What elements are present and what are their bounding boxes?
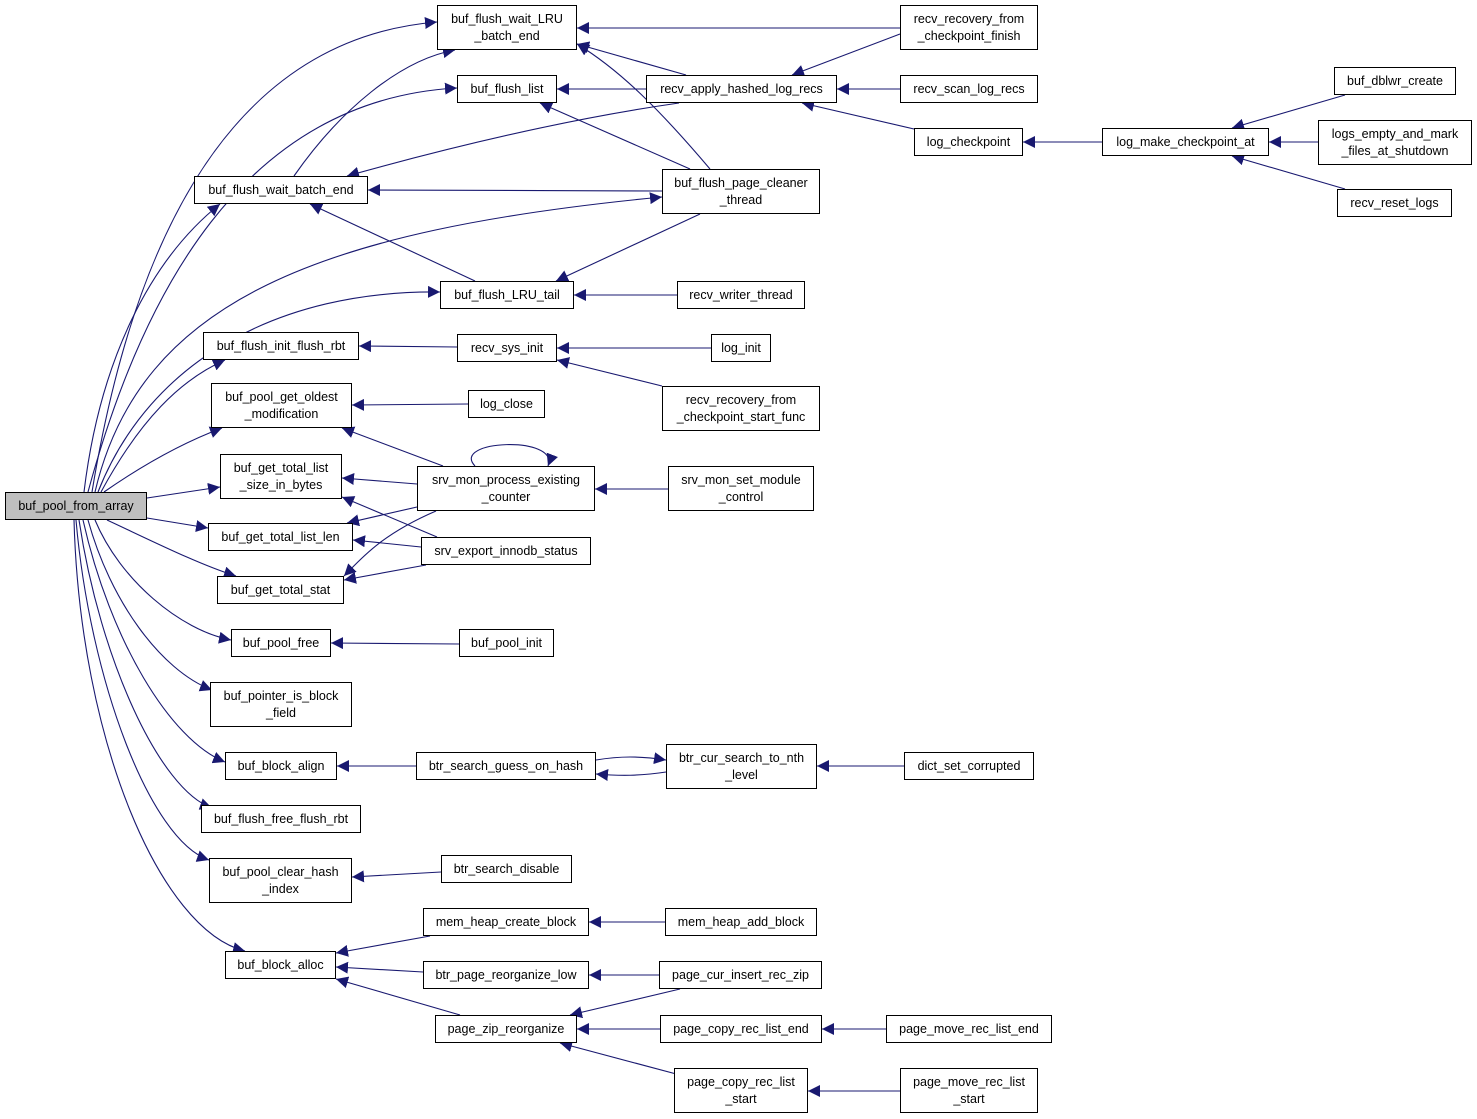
node-page-move-rec-list-start[interactable]: page_move_rec_list _start xyxy=(900,1068,1038,1113)
edge-bdc-lmca xyxy=(1231,94,1346,131)
node-btr-page-reorganize-low[interactable]: btr_page_reorganize_low xyxy=(423,961,589,989)
edge-rahl-bfwl xyxy=(576,41,687,76)
edge-bfpc-bfwl xyxy=(576,43,711,170)
edge-root-bba xyxy=(82,519,226,764)
edge-bprl-bbal xyxy=(335,961,424,974)
edge-pzr-bbal xyxy=(335,976,461,1016)
edge-root-bbal xyxy=(73,519,246,954)
edge-root-bgts xyxy=(146,482,221,499)
edge-root-bfff xyxy=(78,519,213,810)
node-recv-apply-hashed-log-recs[interactable]: recv_apply_hashed_log_recs xyxy=(646,75,837,103)
edge-root-bfl xyxy=(87,82,458,493)
node-recv-recovery-from-checkpoint-finish[interactable]: recv_recovery_from _checkpoint_finish xyxy=(900,5,1038,50)
edge-root-bfwb xyxy=(83,203,221,493)
edge-root-bfif xyxy=(100,359,226,493)
node-page-zip-reorganize[interactable]: page_zip_reorganize xyxy=(435,1015,577,1043)
node-page-copy-rec-list-end[interactable]: page_copy_rec_list_end xyxy=(660,1015,822,1043)
edge-mhcb-bbal xyxy=(335,935,431,957)
edge-sei-bgst xyxy=(343,564,427,584)
node-log-close[interactable]: log_close xyxy=(468,390,545,418)
edge-pcir-pzr xyxy=(569,988,681,1019)
edge-bfwb-bfwl xyxy=(293,46,456,177)
node-buf-block-align[interactable]: buf_block_align xyxy=(225,752,337,780)
node-mem-heap-add-block[interactable]: mem_heap_add_block xyxy=(665,908,817,936)
edge-bfpc-bflt xyxy=(555,213,701,282)
edge-root-bpf xyxy=(94,519,232,644)
edge-sei-bgts xyxy=(341,496,438,538)
node-buf-pointer-is-block-field[interactable]: buf_pointer_is_block _field xyxy=(210,682,352,727)
edge-pcrs-pzr xyxy=(559,1040,681,1076)
edge-lcp-rahl xyxy=(801,99,915,130)
node-recv-recovery-from-checkpoint-start-func[interactable]: recv_recovery_from _checkpoint_start_fun… xyxy=(662,386,820,431)
edge-smpe-bgtl xyxy=(346,506,418,527)
node-logs-empty-and-mark-files-at-shutdown[interactable]: logs_empty_and_mark _files_at_shutdown xyxy=(1318,120,1472,165)
edge-root-bpch xyxy=(75,519,210,862)
node-dict-set-corrupted[interactable]: dict_set_corrupted xyxy=(904,752,1034,780)
edge-lc-bpgo xyxy=(351,398,469,411)
edge-bsgh-bcsn xyxy=(595,752,667,765)
node-buf-pool-clear-hash-index[interactable]: buf_pool_clear_hash _index xyxy=(209,858,352,903)
node-buf-get-total-list-size-in-bytes[interactable]: buf_get_total_list _size_in_bytes xyxy=(220,454,342,499)
node-buf-flush-wait-batch-end[interactable]: buf_flush_wait_batch_end xyxy=(194,176,368,204)
node-srv-mon-process-existing-counter[interactable]: srv_mon_process_existing _counter xyxy=(417,466,595,511)
node-buf-get-total-list-len[interactable]: buf_get_total_list_len xyxy=(208,523,353,551)
edge-bflt-bfwb xyxy=(309,203,476,282)
node-recv-reset-logs[interactable]: recv_reset_logs xyxy=(1337,189,1452,217)
node-recv-writer-thread[interactable]: recv_writer_thread xyxy=(677,281,805,309)
edge-bfpc-bfwb xyxy=(367,184,663,197)
node-buf-get-total-stat[interactable]: buf_get_total_stat xyxy=(217,576,344,604)
edge-root-bpib xyxy=(87,519,213,692)
node-page-cur-insert-rec-zip[interactable]: page_cur_insert_rec_zip xyxy=(659,961,822,989)
node-buf-dblwr-create[interactable]: buf_dblwr_create xyxy=(1334,67,1456,95)
node-buf-flush-lru-tail[interactable]: buf_flush_LRU_tail xyxy=(440,281,574,309)
node-buf-flush-wait-lru-batch-end[interactable]: buf_flush_wait_LRU _batch_end xyxy=(437,5,577,50)
edge-smpe-bgst xyxy=(343,510,437,577)
edge-smpe-bpgo xyxy=(341,426,444,467)
node-buf-pool-init[interactable]: buf_pool_init xyxy=(459,629,554,657)
node-buf-block-alloc[interactable]: buf_block_alloc xyxy=(225,951,336,979)
edge-smpe-bgts xyxy=(341,472,418,485)
edge-bfpc-bfl xyxy=(539,102,691,170)
node-log-make-checkpoint-at[interactable]: log_make_checkpoint_at xyxy=(1102,128,1269,156)
node-buf-flush-init-flush-rbt[interactable]: buf_flush_init_flush_rbt xyxy=(203,332,359,360)
node-buf-pool-get-oldest-modification[interactable]: buf_pool_get_oldest _modification xyxy=(211,383,352,428)
edge-rrcf-rahl xyxy=(791,33,901,77)
node-buf-pool-from-array[interactable]: buf_pool_from_array xyxy=(5,492,147,520)
node-log-checkpoint[interactable]: log_checkpoint xyxy=(914,128,1023,156)
edge-rahl-bfwb xyxy=(346,102,680,179)
node-buf-pool-free[interactable]: buf_pool_free xyxy=(231,629,331,657)
node-btr-cur-search-to-nth-level[interactable]: btr_cur_search_to_nth _level xyxy=(666,744,817,789)
node-log-init[interactable]: log_init xyxy=(711,334,771,362)
edge-root-bfpc xyxy=(94,192,663,493)
edge-smpe-smpe xyxy=(471,444,558,467)
edge-root-bgst xyxy=(106,519,237,579)
edge-rrcs-rsi xyxy=(556,357,663,387)
edge-root-bpgo xyxy=(103,426,223,493)
node-buf-flush-list[interactable]: buf_flush_list xyxy=(457,75,557,103)
node-page-copy-rec-list-start[interactable]: page_copy_rec_list _start xyxy=(674,1068,808,1113)
node-recv-scan-log-recs[interactable]: recv_scan_log_recs xyxy=(900,75,1038,103)
edge-bsd-bpch xyxy=(351,870,442,883)
edge-rsi-bfif xyxy=(358,340,458,353)
node-page-move-rec-list-end[interactable]: page_move_rec_list_end xyxy=(886,1015,1052,1043)
node-srv-export-innodb-status[interactable]: srv_export_innodb_status xyxy=(421,537,591,565)
edge-bpi-bpf xyxy=(330,637,460,650)
call-edges xyxy=(73,17,1346,1097)
node-mem-heap-create-block[interactable]: mem_heap_create_block xyxy=(423,908,589,936)
node-buf-flush-free-flush-rbt[interactable]: buf_flush_free_flush_rbt xyxy=(201,805,361,833)
edge-sei-bgtl xyxy=(352,535,422,548)
node-buf-flush-page-cleaner-thread[interactable]: buf_flush_page_cleaner _thread xyxy=(662,169,820,214)
edge-rrl-lmca xyxy=(1231,153,1346,190)
edge-bcsn-bsgh xyxy=(595,769,667,781)
node-btr-search-guess-on-hash[interactable]: btr_search_guess_on_hash xyxy=(416,752,596,780)
edge-root-bgtl xyxy=(146,517,209,532)
node-recv-sys-init[interactable]: recv_sys_init xyxy=(457,334,557,362)
node-btr-search-disable[interactable]: btr_search_disable xyxy=(441,855,572,883)
node-srv-mon-set-module-control[interactable]: srv_mon_set_module _control xyxy=(668,466,814,511)
